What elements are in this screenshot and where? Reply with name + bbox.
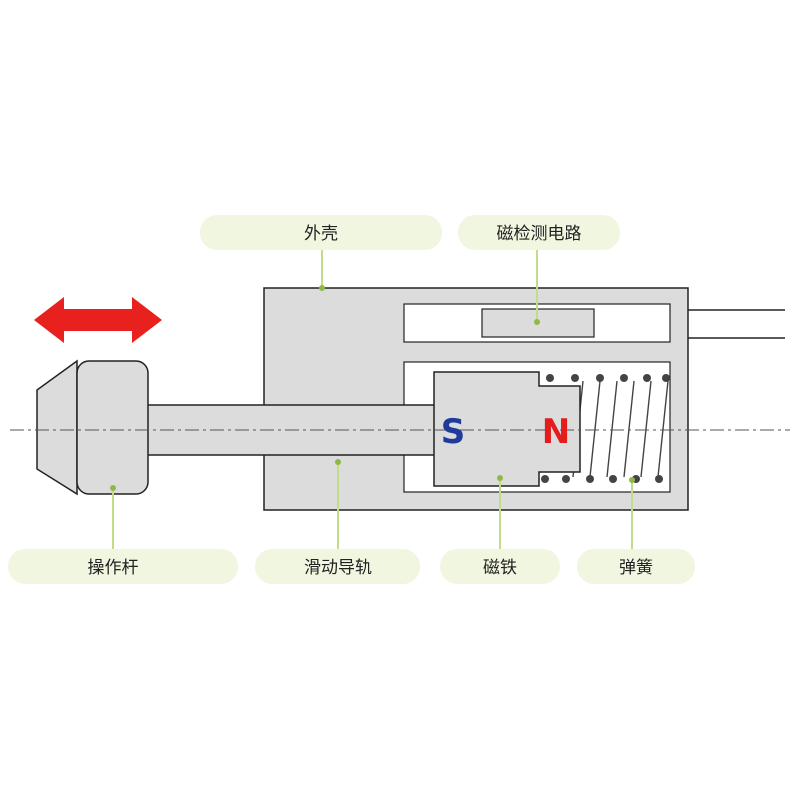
label-spring: 弹簧 bbox=[577, 549, 695, 584]
north-pole-label: N bbox=[542, 412, 570, 452]
leader-lines bbox=[112, 248, 633, 549]
magnet-block bbox=[433, 371, 581, 487]
operating-rod-handle bbox=[76, 360, 149, 495]
leader-dots bbox=[110, 285, 635, 491]
label-magnet-text: 磁铁 bbox=[483, 558, 517, 578]
spring-coil-dots bbox=[541, 374, 670, 483]
label-sliding-guide: 滑动导轨 bbox=[255, 549, 420, 584]
label-operating-rod-text: 操作杆 bbox=[88, 558, 139, 578]
label-operating-rod: 操作杆 bbox=[8, 549, 238, 584]
label-magnetic-detection-circuit: 磁检测电路 bbox=[458, 215, 620, 250]
label-spring-text: 弹簧 bbox=[619, 558, 653, 578]
south-pole-label: S bbox=[441, 412, 466, 452]
label-magnet: 磁铁 bbox=[440, 549, 560, 584]
label-housing-text: 外壳 bbox=[304, 224, 338, 244]
label-magnetic-detection-circuit-text: 磁检测电路 bbox=[497, 224, 582, 244]
label-housing: 外壳 bbox=[200, 215, 442, 250]
operating-rod-knob bbox=[36, 359, 78, 496]
bidirectional-motion-arrow bbox=[34, 297, 162, 343]
label-sliding-guide-text: 滑动导轨 bbox=[304, 558, 372, 578]
